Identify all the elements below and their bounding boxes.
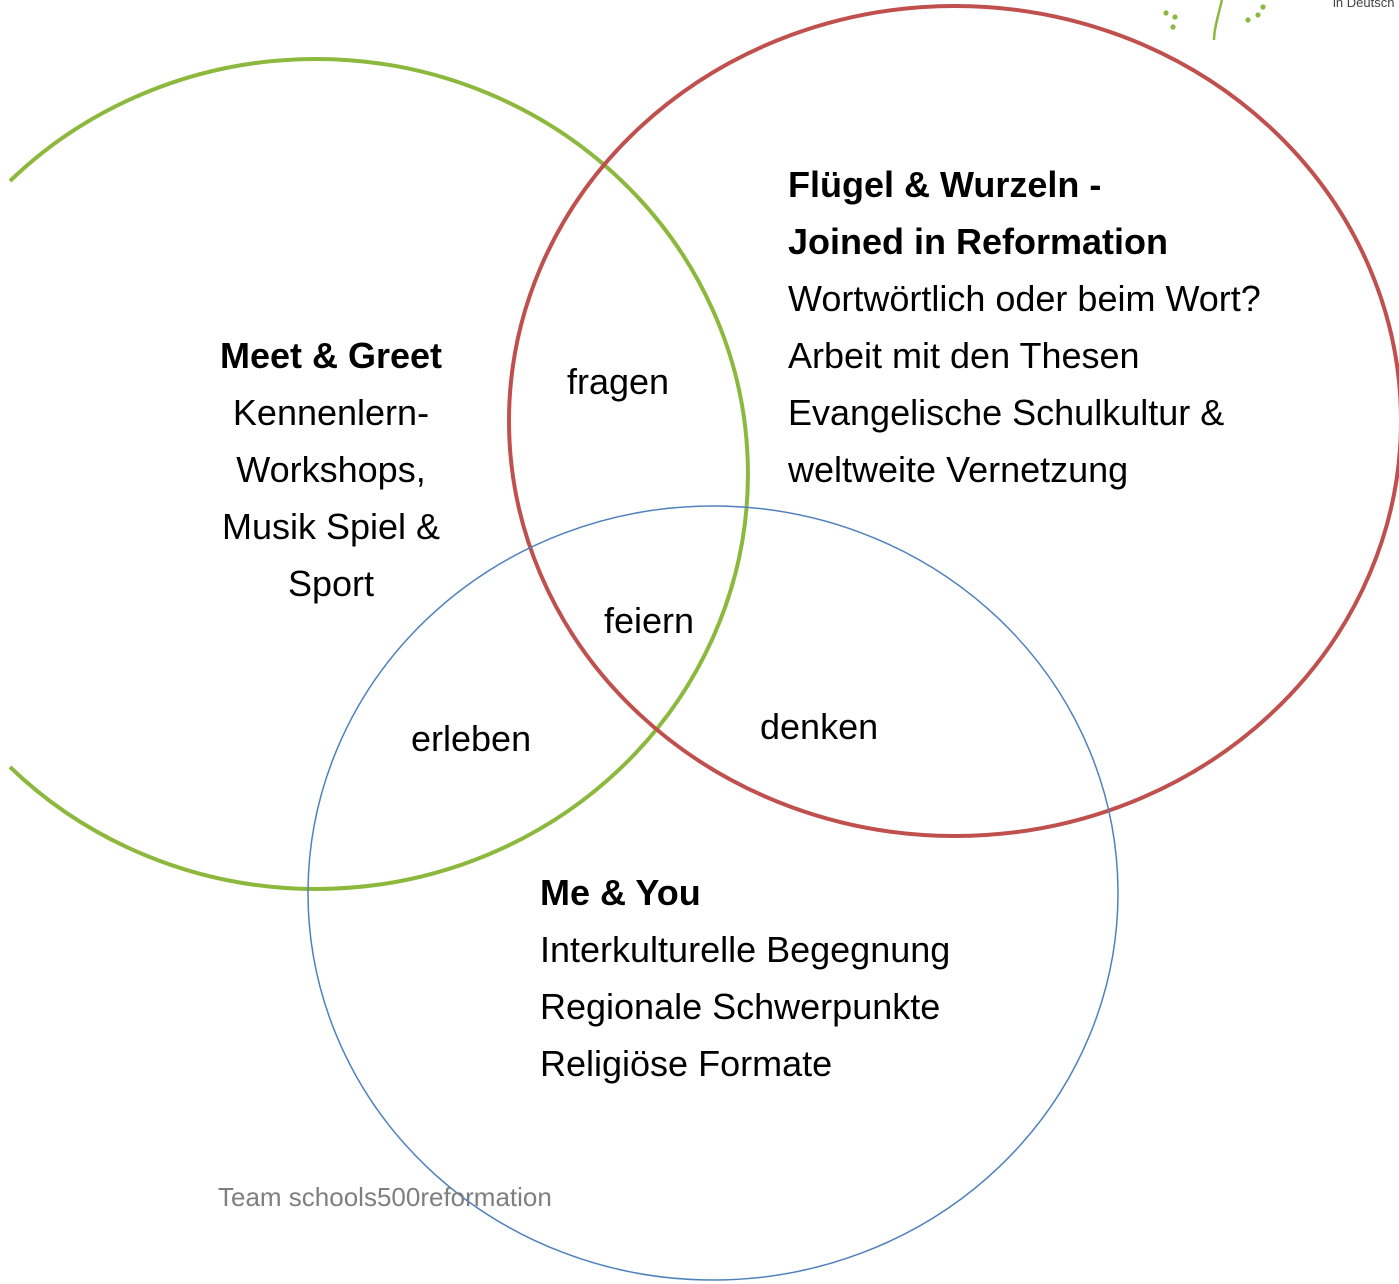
logo-caption: in Deutsch [1333,0,1395,10]
blue-circle [307,505,1119,1281]
footer-team-label: Team schools500reformation [218,1182,552,1212]
green-set-line: Sport [287,563,375,604]
overlap-green-blue-label: erleben [411,718,532,759]
logo [1163,0,1266,41]
red-set-title-line: Flügel & Wurzeln - [788,164,1102,205]
green-set-line: Workshops, [236,449,426,490]
overlap-all-label: feiern [604,600,695,641]
green-set-line: Kennenlern- [232,392,430,433]
red-set-title-line: Joined in Reformation [788,221,1169,262]
green-circle [8,57,750,891]
logo-swoosh [1212,0,1224,41]
green-set-line: Musik Spiel & [221,506,441,547]
overlap-red-blue-label: denken [760,706,879,747]
blue-set-line: Interkulturelle Begegnung [540,929,951,970]
blue-set-label: Me & You Interkulturelle Begegnung Regio… [540,864,950,1092]
red-set-line: Wortwörtlich oder beim Wort? [788,278,1261,319]
blue-set-line: Religiöse Formate [540,1043,833,1084]
green-set-title: Meet & Greet [219,335,443,376]
blue-set-line: Regionale Schwerpunkte [540,986,941,1027]
red-set-label: Flügel & Wurzeln - Joined in Reformation… [788,156,1261,498]
red-set-line: weltweite Vernetzung [788,449,1129,490]
red-set-line: Evangelische Schulkultur & [788,392,1225,433]
red-set-line: Arbeit mit den Thesen [788,335,1140,376]
logo-dots [1163,4,1266,30]
overlap-green-red-label: fragen [567,361,670,402]
red-circle [507,4,1399,838]
green-set-label: Meet & Greet Kennenlern- Workshops, Musi… [176,327,486,612]
blue-set-title: Me & You [540,872,701,913]
